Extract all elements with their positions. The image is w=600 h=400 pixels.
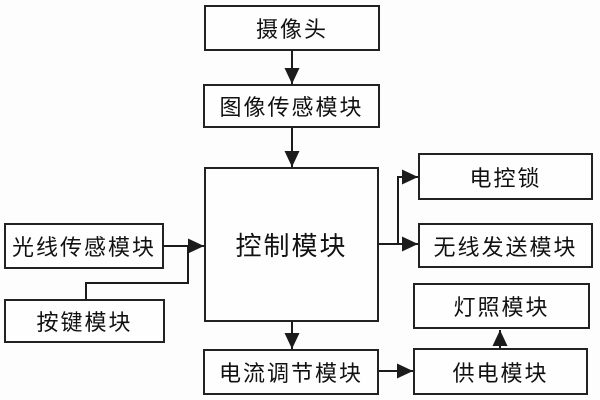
node-power-supply-module: 供电模块 [413, 348, 588, 395]
node-current-regulation-module: 电流调节模块 [203, 349, 379, 395]
node-control-module: 控制模块 [204, 167, 379, 322]
node-button-module: 按键模块 [4, 299, 165, 343]
edge-button-to-control [85, 246, 189, 299]
node-image-sensor-module: 图像传感模块 [203, 84, 380, 128]
edge-control-to-electric-lock [397, 169, 418, 244]
node-wireless-send-module: 无线发送模块 [418, 223, 593, 268]
node-light-sensor-module: 光线传感模块 [4, 223, 164, 269]
node-camera: 摄像头 [204, 5, 380, 51]
node-electric-lock: 电控锁 [418, 153, 593, 200]
node-lighting-module: 灯照模块 [413, 283, 590, 329]
